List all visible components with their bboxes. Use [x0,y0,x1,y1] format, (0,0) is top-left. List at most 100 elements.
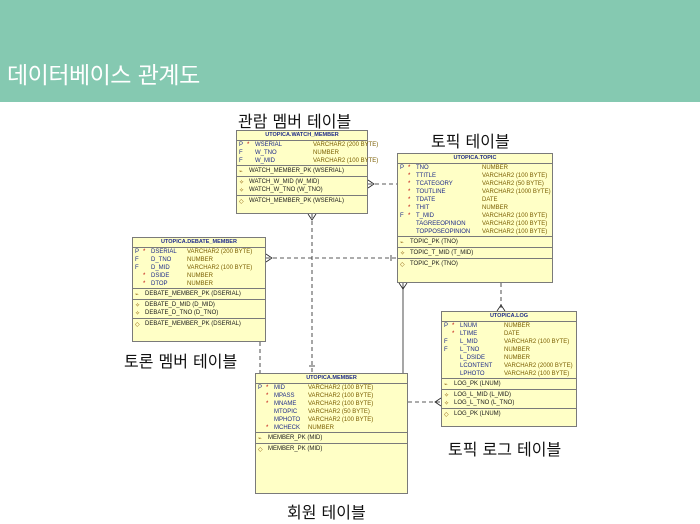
column-type: VARCHAR2 (100 BYTE) [308,385,374,391]
column-name: D_MID [151,265,170,271]
crowfoot-topic-member [398,282,408,290]
pk-label: DEBATE_MEMBER_PK (DSERIAL) [145,291,241,297]
idx-section: ◇DEBATE_MEMBER_PK (DSERIAL) [133,318,265,329]
column-type: NUMBER [187,257,214,263]
column-type: NUMBER [482,205,509,211]
required-flag: * [266,425,269,431]
fk-item: ✧WATCH_W_MID (W_MID) [237,178,367,186]
index-icon: ◇ [400,262,405,268]
idx-label: MEMBER_PK (MID) [268,446,323,452]
pk-section: ⌁WATCH_MEMBER_PK (WSERIAL) [237,165,367,176]
pk-item: ⌁LOG_PK (LNUM) [442,380,576,388]
fk-label: DEBATE_D_MID (D_MID) [145,302,215,308]
idx-label: LOG_PK (LNUM) [454,411,501,417]
key-flag: F [135,265,139,271]
key-flag: F [400,213,404,219]
foreign-key-icon: ✧ [135,311,141,317]
column-type: NUMBER [482,165,509,171]
column-type: VARCHAR2 (100 BYTE) [504,371,570,377]
required-flag: * [266,385,269,391]
crowfoot-debate-topic [265,253,273,263]
column-name: MTOPIC [274,409,298,415]
index-icon: ◇ [444,412,449,418]
column-name: WSERIAL [255,142,283,148]
fk-label: LOG_L_TNO (L_TNO) [454,400,515,406]
pk-section: ⌁LOG_PK (LNUM) [442,378,576,389]
fk-item: ✧TOPIC_T_MID (T_MID) [398,249,552,257]
column-name: TDATE [416,197,436,203]
foreign-key-icon: ✧ [444,401,450,407]
pk-section: ⌁DEBATE_MEMBER_PK (DSERIAL) [133,288,265,299]
table-title: UTOPICA.WATCH_MEMBER [237,131,367,141]
idx-label: TOPIC_PK (TNO) [410,261,458,267]
required-flag: * [408,181,411,187]
column-row: LPHOTO VARCHAR2 (100 BYTE) [442,370,576,378]
required-flag: * [143,249,146,255]
primary-key-icon: ⌁ [444,382,448,388]
required-flag: * [408,197,411,203]
table-title: UTOPICA.TOPIC [398,154,552,164]
idx-label: DEBATE_MEMBER_PK (DSERIAL) [145,321,241,327]
idx-label: WATCH_MEMBER_PK (WSERIAL) [249,198,345,204]
column-name: L_TNO [460,347,480,353]
fk-item: ✧DEBATE_D_MID (D_MID) [133,301,265,309]
column-type: VARCHAR2 (200 BYTE) [187,249,253,255]
column-name: LNUM [460,323,478,329]
column-type: VARCHAR2 (100 BYTE) [313,158,379,164]
key-flag: F [239,158,243,164]
key-flag: F [239,150,243,156]
idx-item: ◇MEMBER_PK (MID) [256,445,407,453]
key-flag: P [258,385,263,391]
pk-item: ⌁MEMBER_PK (MID) [256,434,407,442]
fk-label: DEBATE_D_TNO (D_TNO) [145,310,219,316]
fk-section: ✧TOPIC_T_MID (T_MID) [398,247,552,258]
key-flag: P [400,165,405,171]
required-flag: * [247,142,250,148]
column-name: LPHOTO [460,371,485,377]
idx-section: ◇ TOPIC_PK (TNO) [398,258,552,269]
foreign-key-icon: ✧ [400,251,406,257]
foreign-key-icon: ✧ [444,393,450,399]
idx-item: ◇ LOG_PK (LNUM) [442,410,576,418]
primary-key-icon: ⌁ [400,240,404,246]
primary-key-icon: ⌁ [239,169,243,175]
fk-item: ✧WATCH_W_TNO (W_TNO) [237,186,367,194]
column-type: NUMBER [313,150,340,156]
column-type: VARCHAR2 (100 BYTE) [308,417,374,423]
column-type: NUMBER [187,273,214,279]
foreign-key-icon: ✧ [239,180,245,186]
column-name: MNAME [274,401,297,407]
idx-item: ◇WATCH_MEMBER_PK (WSERIAL) [237,197,367,205]
pk-label: TOPIC_PK (TNO) [410,239,458,245]
fk-item: ✧ DEBATE_D_TNO (D_TNO) [133,309,265,317]
caption-topic: 토픽 테이블 [431,132,510,151]
column-type: VARCHAR2 (50 BYTE) [482,181,544,187]
column-name: TNO [416,165,429,171]
idx-item: ◇ TOPIC_PK (TNO) [398,260,552,268]
pk-label: MEMBER_PK (MID) [268,435,323,441]
idx-item: ◇DEBATE_MEMBER_PK (DSERIAL) [133,320,265,328]
column-name: LCONTENT [460,363,493,369]
column-type: NUMBER [504,323,531,329]
